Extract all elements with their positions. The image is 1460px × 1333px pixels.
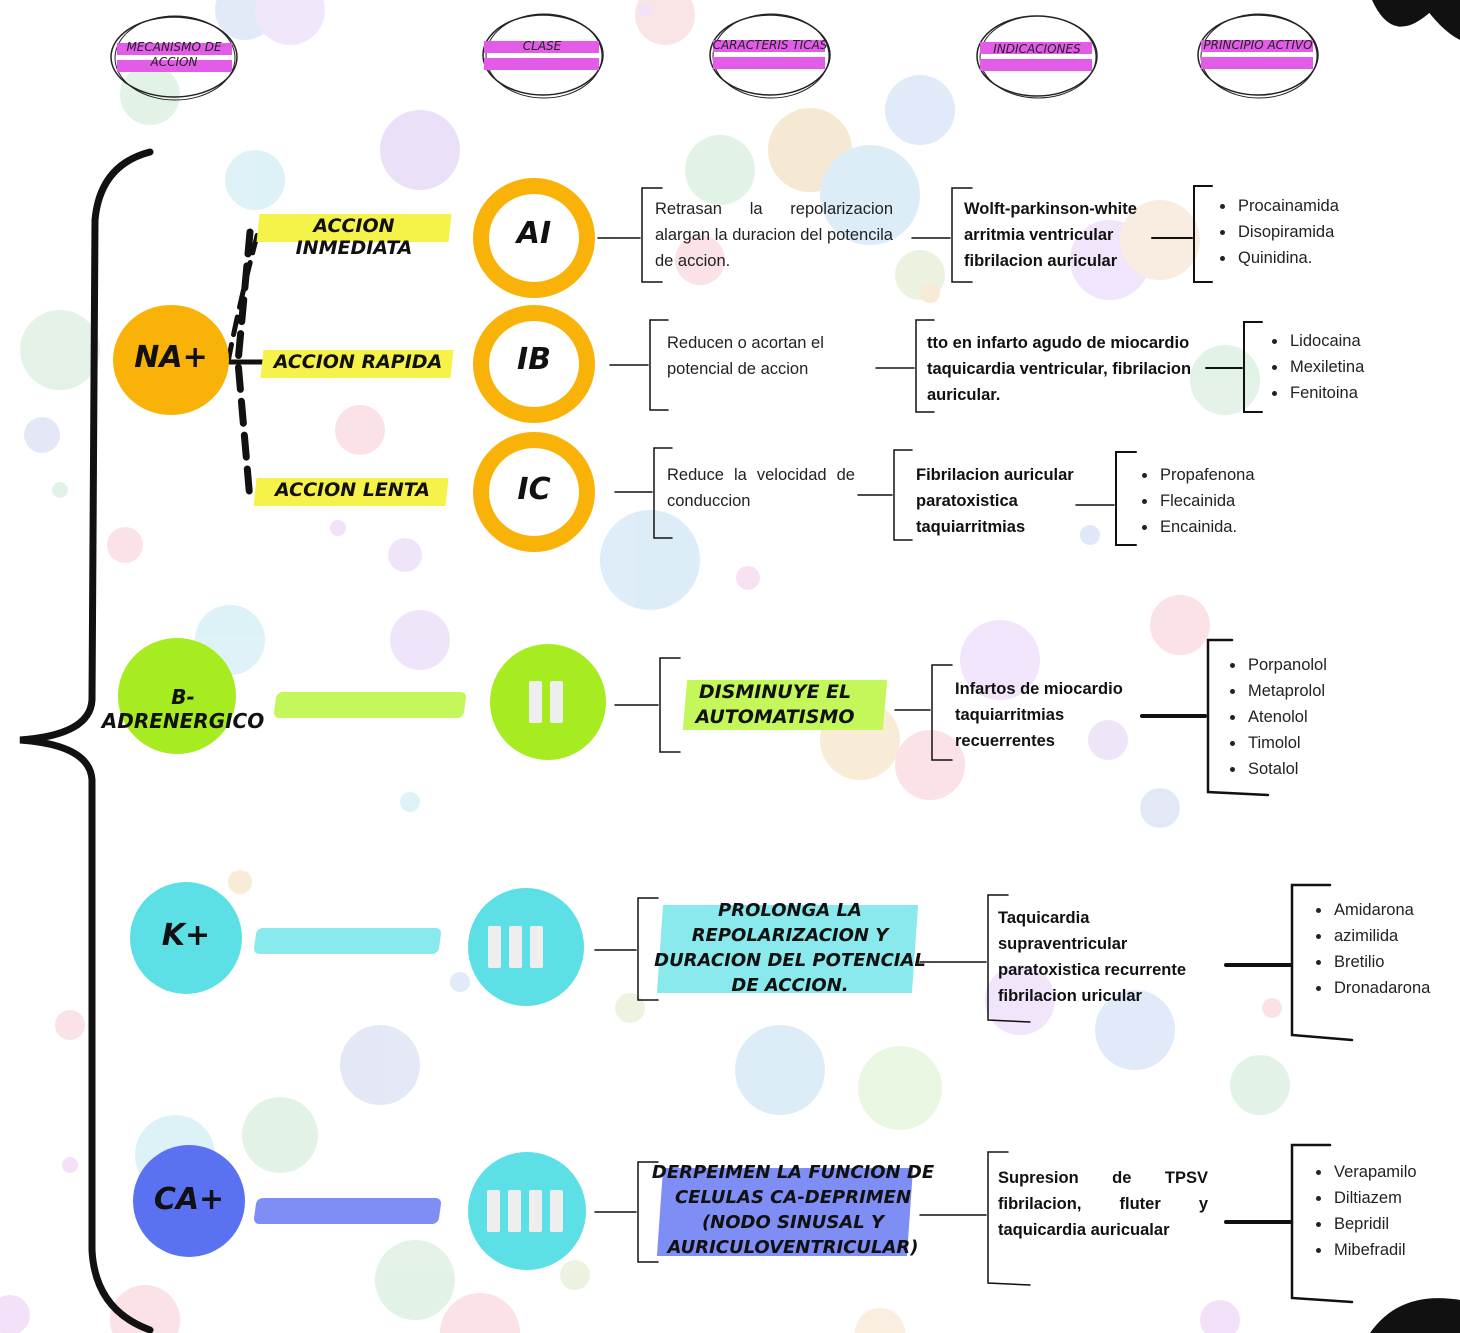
class-ib-label: IB (516, 342, 552, 377)
ii-drugs: Porpanolol Metaprolol Atenolol Timolol S… (1224, 652, 1327, 782)
ia-indications: Wolft-parkinson-white arritmia ventricul… (964, 200, 1137, 270)
class-iii-numeral (488, 926, 543, 968)
drug-item: Encainida. (1158, 514, 1255, 540)
k-circle (130, 882, 242, 994)
drug-item: Fenitoina (1288, 380, 1364, 406)
drug-item: Porpanolol (1246, 652, 1327, 678)
iii-characteristics: PROLONGA LA REPOLARIZACION Y DURACION DE… (654, 900, 926, 996)
header-caracteristicas: CARACTERIS TICAS (705, 10, 835, 100)
drug-item: Quinidina. (1236, 245, 1339, 271)
ia-characteristics: Retrasan la repolarizacion alargan la du… (655, 200, 893, 270)
ii-indications: Infartos de miocardio taquiarritmias rec… (955, 680, 1123, 750)
class-ii-circle (490, 644, 606, 760)
drug-item: Timolol (1246, 730, 1327, 756)
iii-indications: Taquicardia supraventricular paratoxisti… (998, 909, 1187, 1005)
beta-stroke (273, 692, 467, 718)
class-iii-circle (468, 888, 584, 1006)
drug-item: Metaprolol (1246, 678, 1327, 704)
na-circle (113, 305, 229, 415)
header-clase: CLASE (478, 10, 608, 100)
drug-item: Dronadarona (1332, 975, 1430, 1001)
ib-indications: tto en infarto agudo de miocardio taquic… (927, 334, 1192, 404)
drug-item: Procainamida (1236, 193, 1339, 219)
ca-stroke (253, 1198, 442, 1224)
ii-characteristics: DISMINUYE EL AUTOMATISMO (695, 681, 855, 728)
header-indicaciones: INDICACIONES (972, 12, 1102, 100)
drug-item: Verapamilo (1332, 1159, 1417, 1185)
na-action-lenta: ACCION LENTA (275, 479, 430, 501)
beta-label: B-ADRENERGICO (101, 685, 265, 733)
na-action-inmediata: ACCION INMEDIATA (295, 215, 413, 259)
drug-item: Diltiazem (1332, 1185, 1417, 1211)
drug-item: Sotalol (1246, 756, 1327, 782)
iv-characteristics: DERPEIMEN LA FUNCION DE CELULAS CA-DEPRI… (651, 1162, 935, 1258)
na-label: NA+ (134, 340, 208, 375)
iii-drugs: Amidarona azimilida Bretilio Dronadarona (1310, 897, 1430, 1001)
class-ia-label: AI (516, 216, 552, 251)
class-ii-numeral (529, 681, 563, 723)
drug-item: Amidarona (1332, 897, 1430, 923)
drug-item: Propafenona (1158, 462, 1255, 488)
drug-item: azimilida (1332, 923, 1430, 949)
drug-item: Mexiletina (1288, 354, 1364, 380)
ic-characteristics: Reduce la velocidad de conduccion (667, 466, 855, 510)
drug-item: Atenolol (1246, 704, 1327, 730)
class-iv-numeral (487, 1190, 563, 1232)
ib-drugs: Lidocaina Mexiletina Fenitoina (1266, 328, 1364, 406)
main-brace (19, 148, 154, 1333)
drug-item: Flecainida (1158, 488, 1255, 514)
class-ic-label: IC (517, 472, 551, 507)
ca-circle (133, 1145, 245, 1257)
k-label: K+ (161, 918, 211, 953)
ia-drugs: Procainamida Disopiramida Quinidina. (1214, 193, 1339, 271)
beta-circle (118, 638, 236, 754)
ic-indications: Fibrilacion auricular paratoxistica taqu… (916, 466, 1074, 536)
drug-item: Bretilio (1332, 949, 1430, 975)
k-stroke (253, 928, 442, 954)
header-principio-activo: PRINCIPIO ACTIVO (1193, 10, 1323, 100)
ca-label: CA+ (153, 1182, 225, 1217)
drug-item: Lidocaina (1288, 328, 1364, 354)
na-action-rapida: ACCION RAPIDA (273, 351, 443, 373)
iv-drugs: Verapamilo Diltiazem Bepridil Mibefradil (1310, 1159, 1417, 1263)
drug-item: Bepridil (1332, 1211, 1417, 1237)
ib-characteristics: Reducen o acortan el potencial de accion (667, 334, 824, 378)
ic-drugs: Propafenona Flecainida Encainida. (1136, 462, 1255, 540)
drug-item: Mibefradil (1332, 1237, 1417, 1263)
drug-item: Disopiramida (1236, 219, 1339, 245)
header-mecanismo: MECANISMO DE ACCION (107, 12, 242, 102)
iv-indications: Supresion de TPSV fibrilacion, fluter y … (998, 1169, 1208, 1239)
